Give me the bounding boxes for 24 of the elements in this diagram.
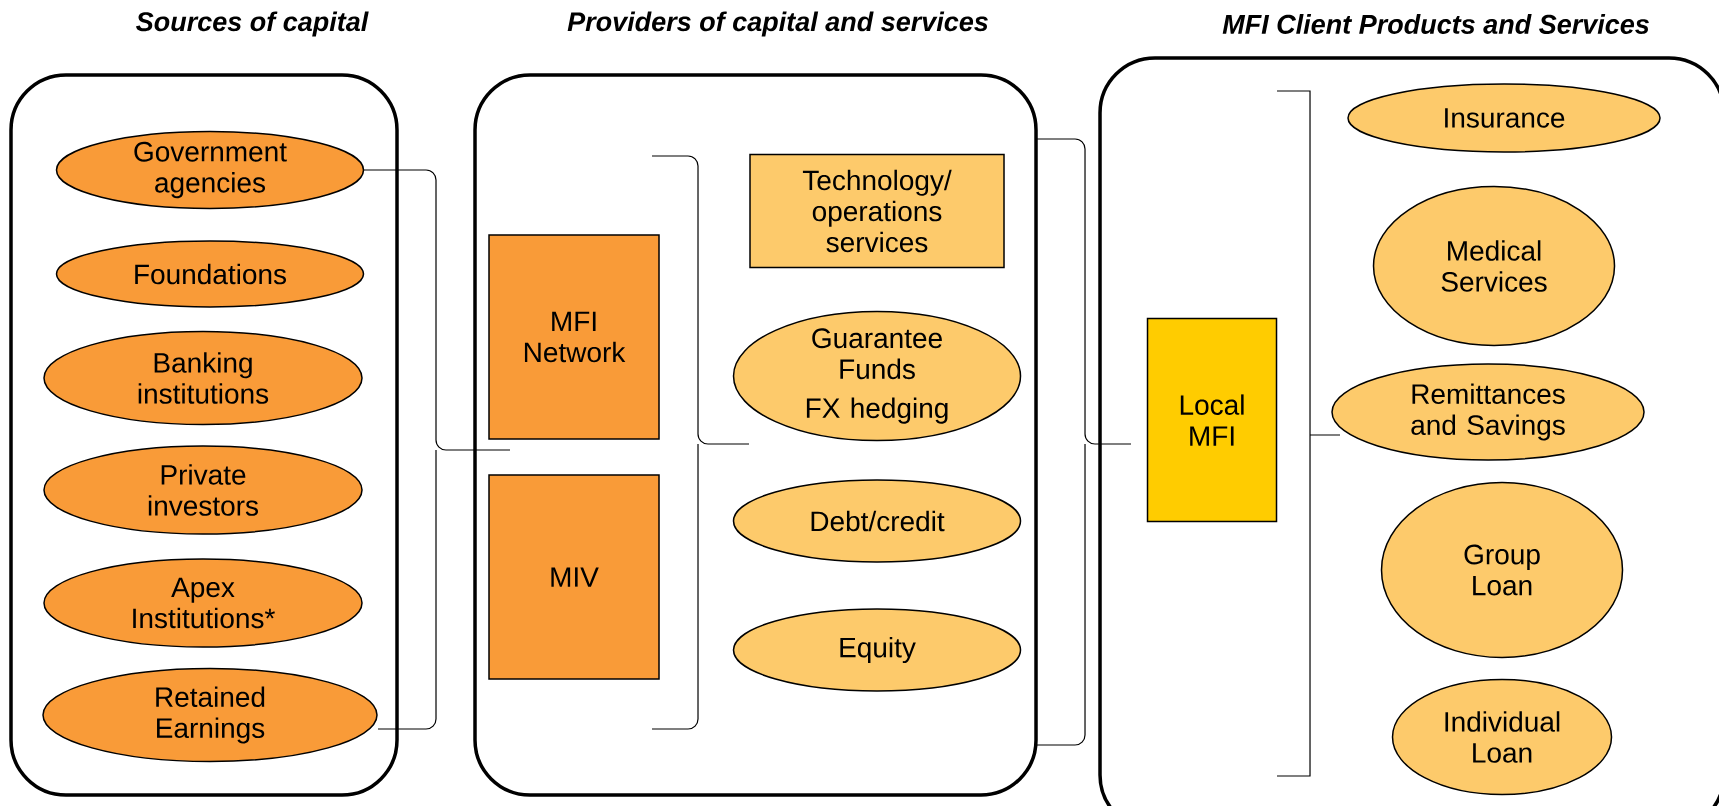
rounded-panel — [9, 11, 399, 797]
oval: Debt/credit — [732, 479, 1022, 563]
rounded-panel — [1098, 14, 1719, 806]
oval: Guarantee Funds FX hedging — [732, 310, 1022, 442]
oval: Individual Loan — [1391, 678, 1613, 796]
oval: Apex Institutions* — [43, 558, 363, 648]
oval: Group Loan — [1380, 481, 1624, 659]
panel-heading: Sources of capital — [136, 11, 369, 37]
box: Technology/ operations services — [749, 153, 1005, 269]
panel-heading: MFI Client Products and Services — [1222, 14, 1649, 34]
oval: Medical Services — [1372, 185, 1616, 347]
oval: Equity — [732, 608, 1022, 692]
box: Local MFI — [1146, 317, 1278, 523]
oval: Insurance — [1347, 83, 1661, 153]
oval: Government agencies — [55, 130, 365, 210]
rounded-panel — [473, 11, 1038, 797]
box: MIV — [488, 474, 660, 680]
oval: Retained Earnings — [42, 667, 378, 763]
oval: Remittances and Savings — [1331, 363, 1645, 461]
oval: Private investors — [43, 445, 363, 535]
oval: Banking institutions — [43, 330, 363, 426]
oval: Foundations — [55, 240, 365, 308]
panel-heading: Providers of capital and services — [567, 11, 988, 37]
box: MFI Network — [488, 234, 660, 440]
